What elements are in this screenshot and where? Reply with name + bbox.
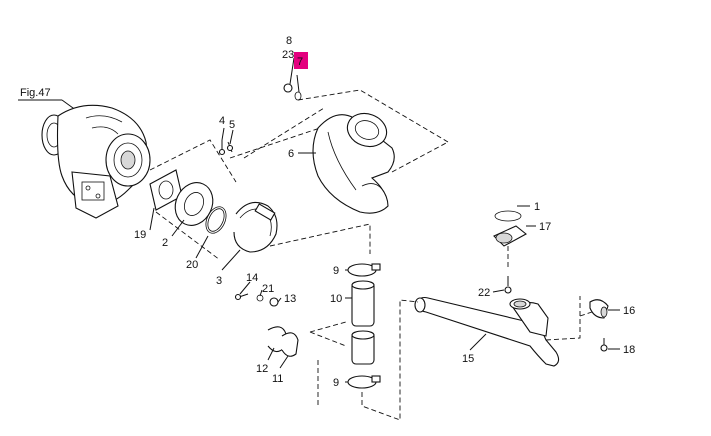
callout-15[interactable]: 15 xyxy=(462,353,474,365)
highlight-marker xyxy=(294,52,308,69)
part-sensor-17[interactable] xyxy=(493,225,527,247)
callout-3[interactable]: 3 xyxy=(216,275,222,287)
part-hose-10-upper[interactable] xyxy=(351,280,375,327)
callout-1[interactable]: 1 xyxy=(534,201,540,213)
leader-lines xyxy=(149,57,620,383)
part-washer-7[interactable] xyxy=(294,91,302,101)
callout-11[interactable]: 11 xyxy=(272,373,283,385)
part-intake-pipe-15[interactable] xyxy=(414,296,560,367)
part-flange-2[interactable] xyxy=(168,176,219,231)
part-nut-5[interactable] xyxy=(226,141,234,153)
callout-8[interactable]: 8 xyxy=(286,35,292,47)
part-bolt-4[interactable] xyxy=(218,140,226,156)
part-bolt-14[interactable] xyxy=(234,293,249,301)
callout-19[interactable]: 19 xyxy=(134,229,146,241)
part-clip-11[interactable] xyxy=(281,332,299,357)
callout-18[interactable]: 18 xyxy=(623,344,635,356)
figure-reference[interactable]: Fig.47 xyxy=(20,87,51,99)
callout-9-upper[interactable]: 9 xyxy=(333,265,339,277)
callout-6[interactable]: 6 xyxy=(288,148,294,160)
assembly-guide-lines xyxy=(149,89,593,421)
part-bolt-22[interactable] xyxy=(504,276,512,294)
turbocharger xyxy=(41,104,151,219)
callout-7[interactable]: 7 xyxy=(297,56,303,68)
callout-4[interactable]: 4 xyxy=(219,115,225,127)
part-clamp-3[interactable] xyxy=(233,201,278,253)
part-o-ring-20[interactable] xyxy=(202,204,230,237)
callout-2[interactable]: 2 xyxy=(162,237,168,249)
part-nut-23[interactable] xyxy=(283,83,293,93)
callout-13[interactable]: 13 xyxy=(284,293,296,305)
part-o-ring-1[interactable] xyxy=(494,210,522,222)
part-bolt-18[interactable] xyxy=(600,338,608,352)
callout-10[interactable]: 10 xyxy=(330,293,342,305)
callout-16[interactable]: 16 xyxy=(623,305,635,317)
callout-14[interactable]: 14 xyxy=(246,272,258,284)
callout-9-lower[interactable]: 9 xyxy=(333,377,339,389)
part-clamp-9-upper[interactable] xyxy=(347,263,381,277)
part-elbow-pipe-6[interactable] xyxy=(312,108,395,214)
part-clamp-9-lower[interactable] xyxy=(347,375,381,389)
part-cap-16[interactable] xyxy=(589,299,609,319)
callout-21[interactable]: 21 xyxy=(262,283,274,295)
part-hose-10-lower[interactable] xyxy=(351,330,375,365)
callouts: 8 23 7 4 5 6 19 2 20 3 1 17 22 9 10 9 14… xyxy=(134,35,635,389)
callout-20[interactable]: 20 xyxy=(186,259,198,271)
part-nut-13[interactable] xyxy=(269,297,279,307)
callout-12[interactable]: 12 xyxy=(256,363,268,375)
callout-5[interactable]: 5 xyxy=(229,119,235,131)
callout-23[interactable]: 23 xyxy=(282,49,294,61)
callout-17[interactable]: 17 xyxy=(539,221,551,233)
callout-22[interactable]: 22 xyxy=(478,287,490,299)
